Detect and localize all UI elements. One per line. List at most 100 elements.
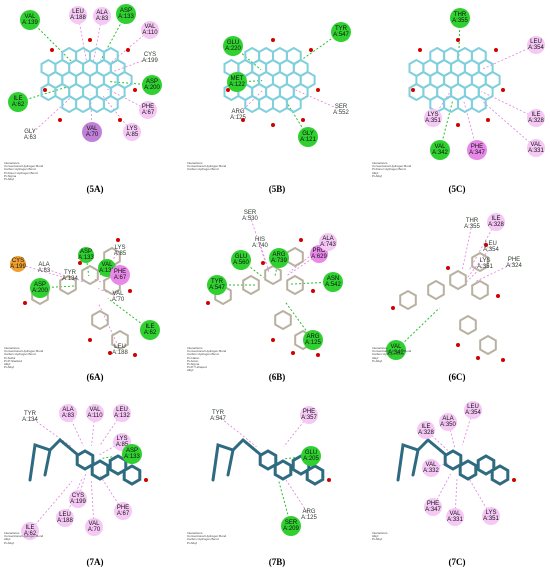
residue-node: VAL A:110	[141, 21, 159, 39]
residue-node: GLU A:220	[223, 36, 243, 56]
interaction-diagram	[17, 13, 153, 136]
residue-node: LEU A:132	[113, 404, 131, 422]
residue-node: ILE A:328	[527, 109, 545, 127]
residue-node: TYR A:547	[207, 275, 227, 295]
legend-entry: Conventional Hydrogen Bond	[4, 534, 44, 539]
residue-node: VAL A:331	[446, 508, 464, 526]
residue-node: LEU A:354	[464, 401, 482, 419]
legend-entry: Conventional Hydrogen Bond	[372, 349, 412, 354]
interaction-line	[481, 44, 537, 70]
legend-entry: Pi-Sigma	[187, 362, 200, 367]
residue-node: ALA A:350	[439, 413, 457, 431]
residue-node: LEU A:188	[69, 6, 87, 24]
residue-node: TYR A:134	[22, 410, 38, 424]
interaction-line	[290, 281, 334, 285]
residue-node: VAL A:70	[85, 518, 103, 536]
legend-entry: Pi-Alkyl	[187, 540, 198, 545]
legend-entry: Interactions	[187, 346, 203, 350]
legend-entry: Carbon Hydrogen Bond	[372, 352, 404, 357]
residue-node: ASP A:200	[142, 75, 162, 95]
residue-node: PHE A:347	[467, 140, 487, 160]
interaction-line	[107, 57, 151, 74]
residue-node: ALA A:83	[59, 404, 77, 422]
legend-entry: Conventional Hydrogen Bond	[4, 164, 44, 169]
interaction-line	[465, 263, 486, 283]
legend-entry: Alkyl	[4, 362, 11, 367]
interaction-line	[283, 414, 310, 447]
residue-node: LYS A:85	[113, 244, 127, 258]
residue-node: SER A:209	[281, 516, 301, 536]
residue-node: LYS A:351	[477, 257, 493, 271]
interaction-line	[99, 475, 124, 512]
residue-node: ASN A:542	[323, 272, 343, 292]
residue-node: GLU A:560	[231, 250, 251, 270]
residue-node: PHE A:67	[110, 265, 130, 285]
ligand-structure	[396, 437, 516, 486]
interaction-line	[467, 476, 492, 517]
legend-entry: Interactions	[372, 531, 388, 535]
residue-node: HIS A:740	[252, 236, 268, 250]
legend-entry: Pi-Alkyl	[4, 177, 15, 182]
legend-entry: Carbon Hydrogen Bond	[4, 352, 36, 357]
legend-entry: Alkyl	[372, 534, 379, 539]
legend-entry: Interactions	[4, 346, 20, 350]
residue-node: CYS A:199	[142, 51, 158, 65]
panel-caption: (5A)	[86, 184, 104, 194]
residue-node: LYS A:351	[424, 109, 442, 127]
interaction-line	[217, 415, 257, 448]
residue-node: LYS A:85	[123, 123, 141, 141]
ligand-structure	[28, 437, 148, 486]
legend-entry: Pi-Alkyl	[372, 173, 383, 178]
ligand-structure	[391, 243, 505, 362]
legend-entry: Conventional Hydrogen Bond	[187, 164, 227, 169]
legend-entry: Pi-Pi T-shaped	[187, 365, 207, 370]
panel-caption: (6B)	[268, 372, 286, 382]
residue-node: LYS A:351	[482, 507, 500, 525]
residue-node: ALA A:743	[319, 233, 337, 251]
interaction-line	[286, 253, 320, 277]
interaction-line	[99, 412, 123, 447]
legend-entry: Interactions	[372, 161, 388, 165]
legend-entry: Conventional Hydrogen Bond	[187, 349, 227, 354]
residue-node: ASP A:133	[78, 247, 94, 263]
residue-node: VAL A:332	[422, 459, 440, 477]
residue-node: ILE A:328	[487, 213, 505, 231]
interaction-line	[29, 416, 73, 448]
legend-entry: Interactions	[4, 161, 20, 165]
legend-entry: Interactions	[187, 531, 203, 535]
interaction-line	[69, 275, 85, 283]
legend-entry: Conventional Hydrogen Bond	[4, 349, 44, 354]
legend-entry: Carbon Hydrogen Bond	[187, 167, 219, 172]
interaction-diagram	[17, 238, 151, 357]
interaction-line	[85, 254, 90, 277]
panel-caption: (7B)	[268, 557, 286, 567]
interaction-line	[98, 250, 121, 276]
residue-node: TYR A:547	[210, 409, 226, 423]
residue-node: SER A:530	[242, 209, 258, 223]
residue-node: ASP A:200	[30, 278, 50, 298]
legend-entry: Carbon Hydrogen Bond	[187, 537, 219, 542]
legend-entry: Conventional Hydrogen Bond	[372, 164, 412, 169]
residue-node: CYS A:199	[10, 256, 26, 272]
panel-caption: (7C)	[448, 557, 466, 567]
legend-entry: Interactions	[372, 346, 388, 350]
residue-node: TYR A:134	[62, 269, 78, 283]
panel-caption: (6C)	[448, 372, 466, 382]
residue-node: ALA A:83	[93, 7, 111, 25]
residue-node: ILE A:62	[21, 522, 39, 540]
residue-node: GLY A:63	[23, 128, 37, 142]
